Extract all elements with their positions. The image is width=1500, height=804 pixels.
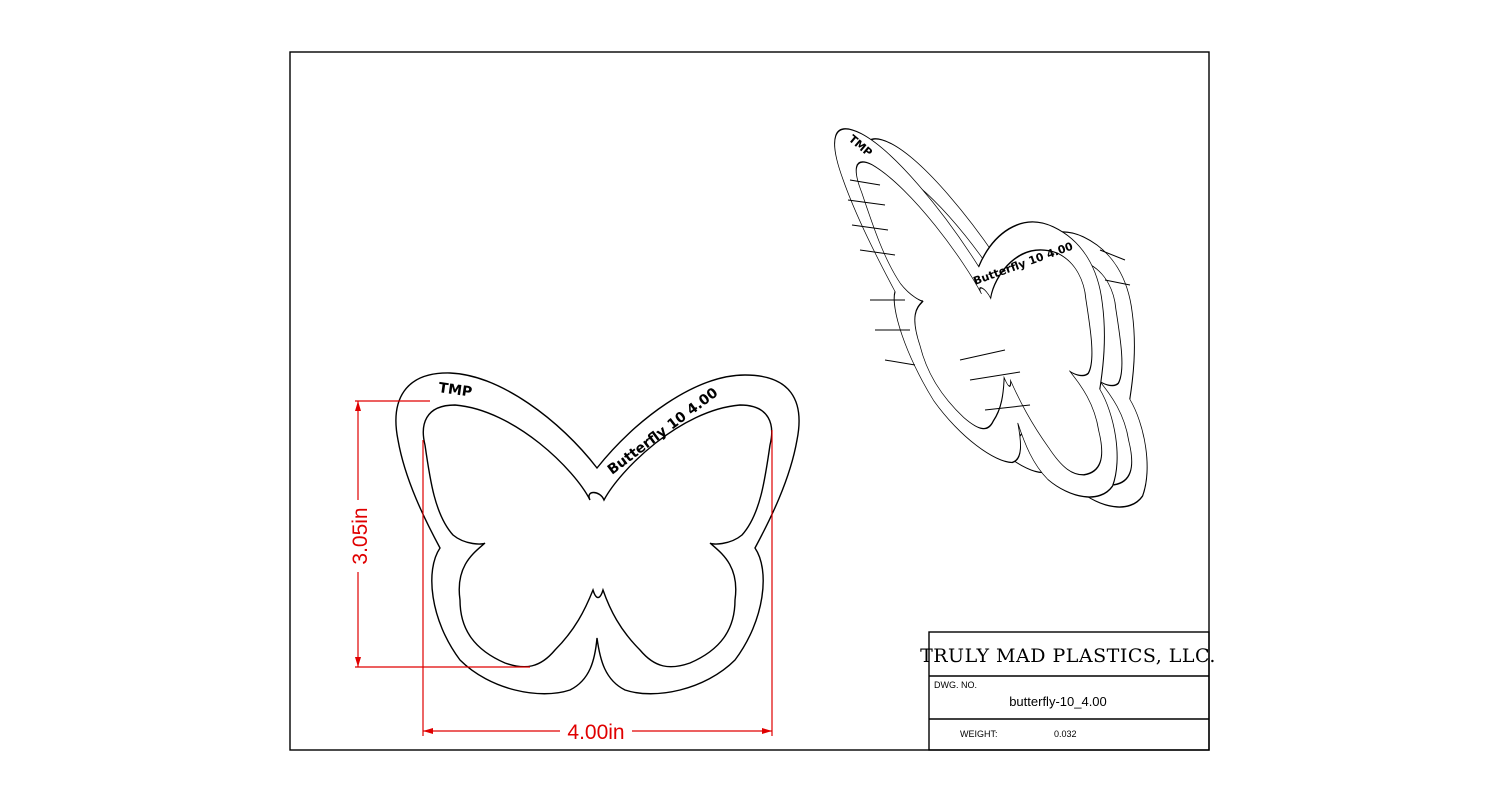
engraving-label: Butterfly 10 4.00 [605,385,722,478]
isometric-view: TMP Butterfly 10 4.00 [825,116,1193,548]
dwg-no-label: DWG. NO. [934,680,977,690]
sheet-border [289,51,1210,751]
front-view: TMP Butterfly 10 4.00 [395,372,800,695]
cutter-outer-outline [395,372,800,695]
weight-label: WEIGHT: [960,729,998,739]
dwg-no-value: butterfly-10_4.00 [1009,694,1107,709]
width-dimension: 4.00in [422,430,773,744]
height-dimension: 3.05in [349,400,530,668]
iso-front-outline [825,116,1163,538]
title-block: TRULY MAD PLASTICS, LLC. DWG. NO. butter… [920,631,1216,751]
height-dimension-label: 3.05in [349,507,372,564]
engraving-logo: TMP [437,380,473,401]
width-dimension-label: 4.00in [567,721,624,744]
company-name: TRULY MAD PLASTICS, LLC. [920,645,1216,667]
weight-value: 0.032 [1054,729,1077,739]
cutter-inner-outline [422,404,773,668]
iso-wall-hatching [847,179,1131,411]
